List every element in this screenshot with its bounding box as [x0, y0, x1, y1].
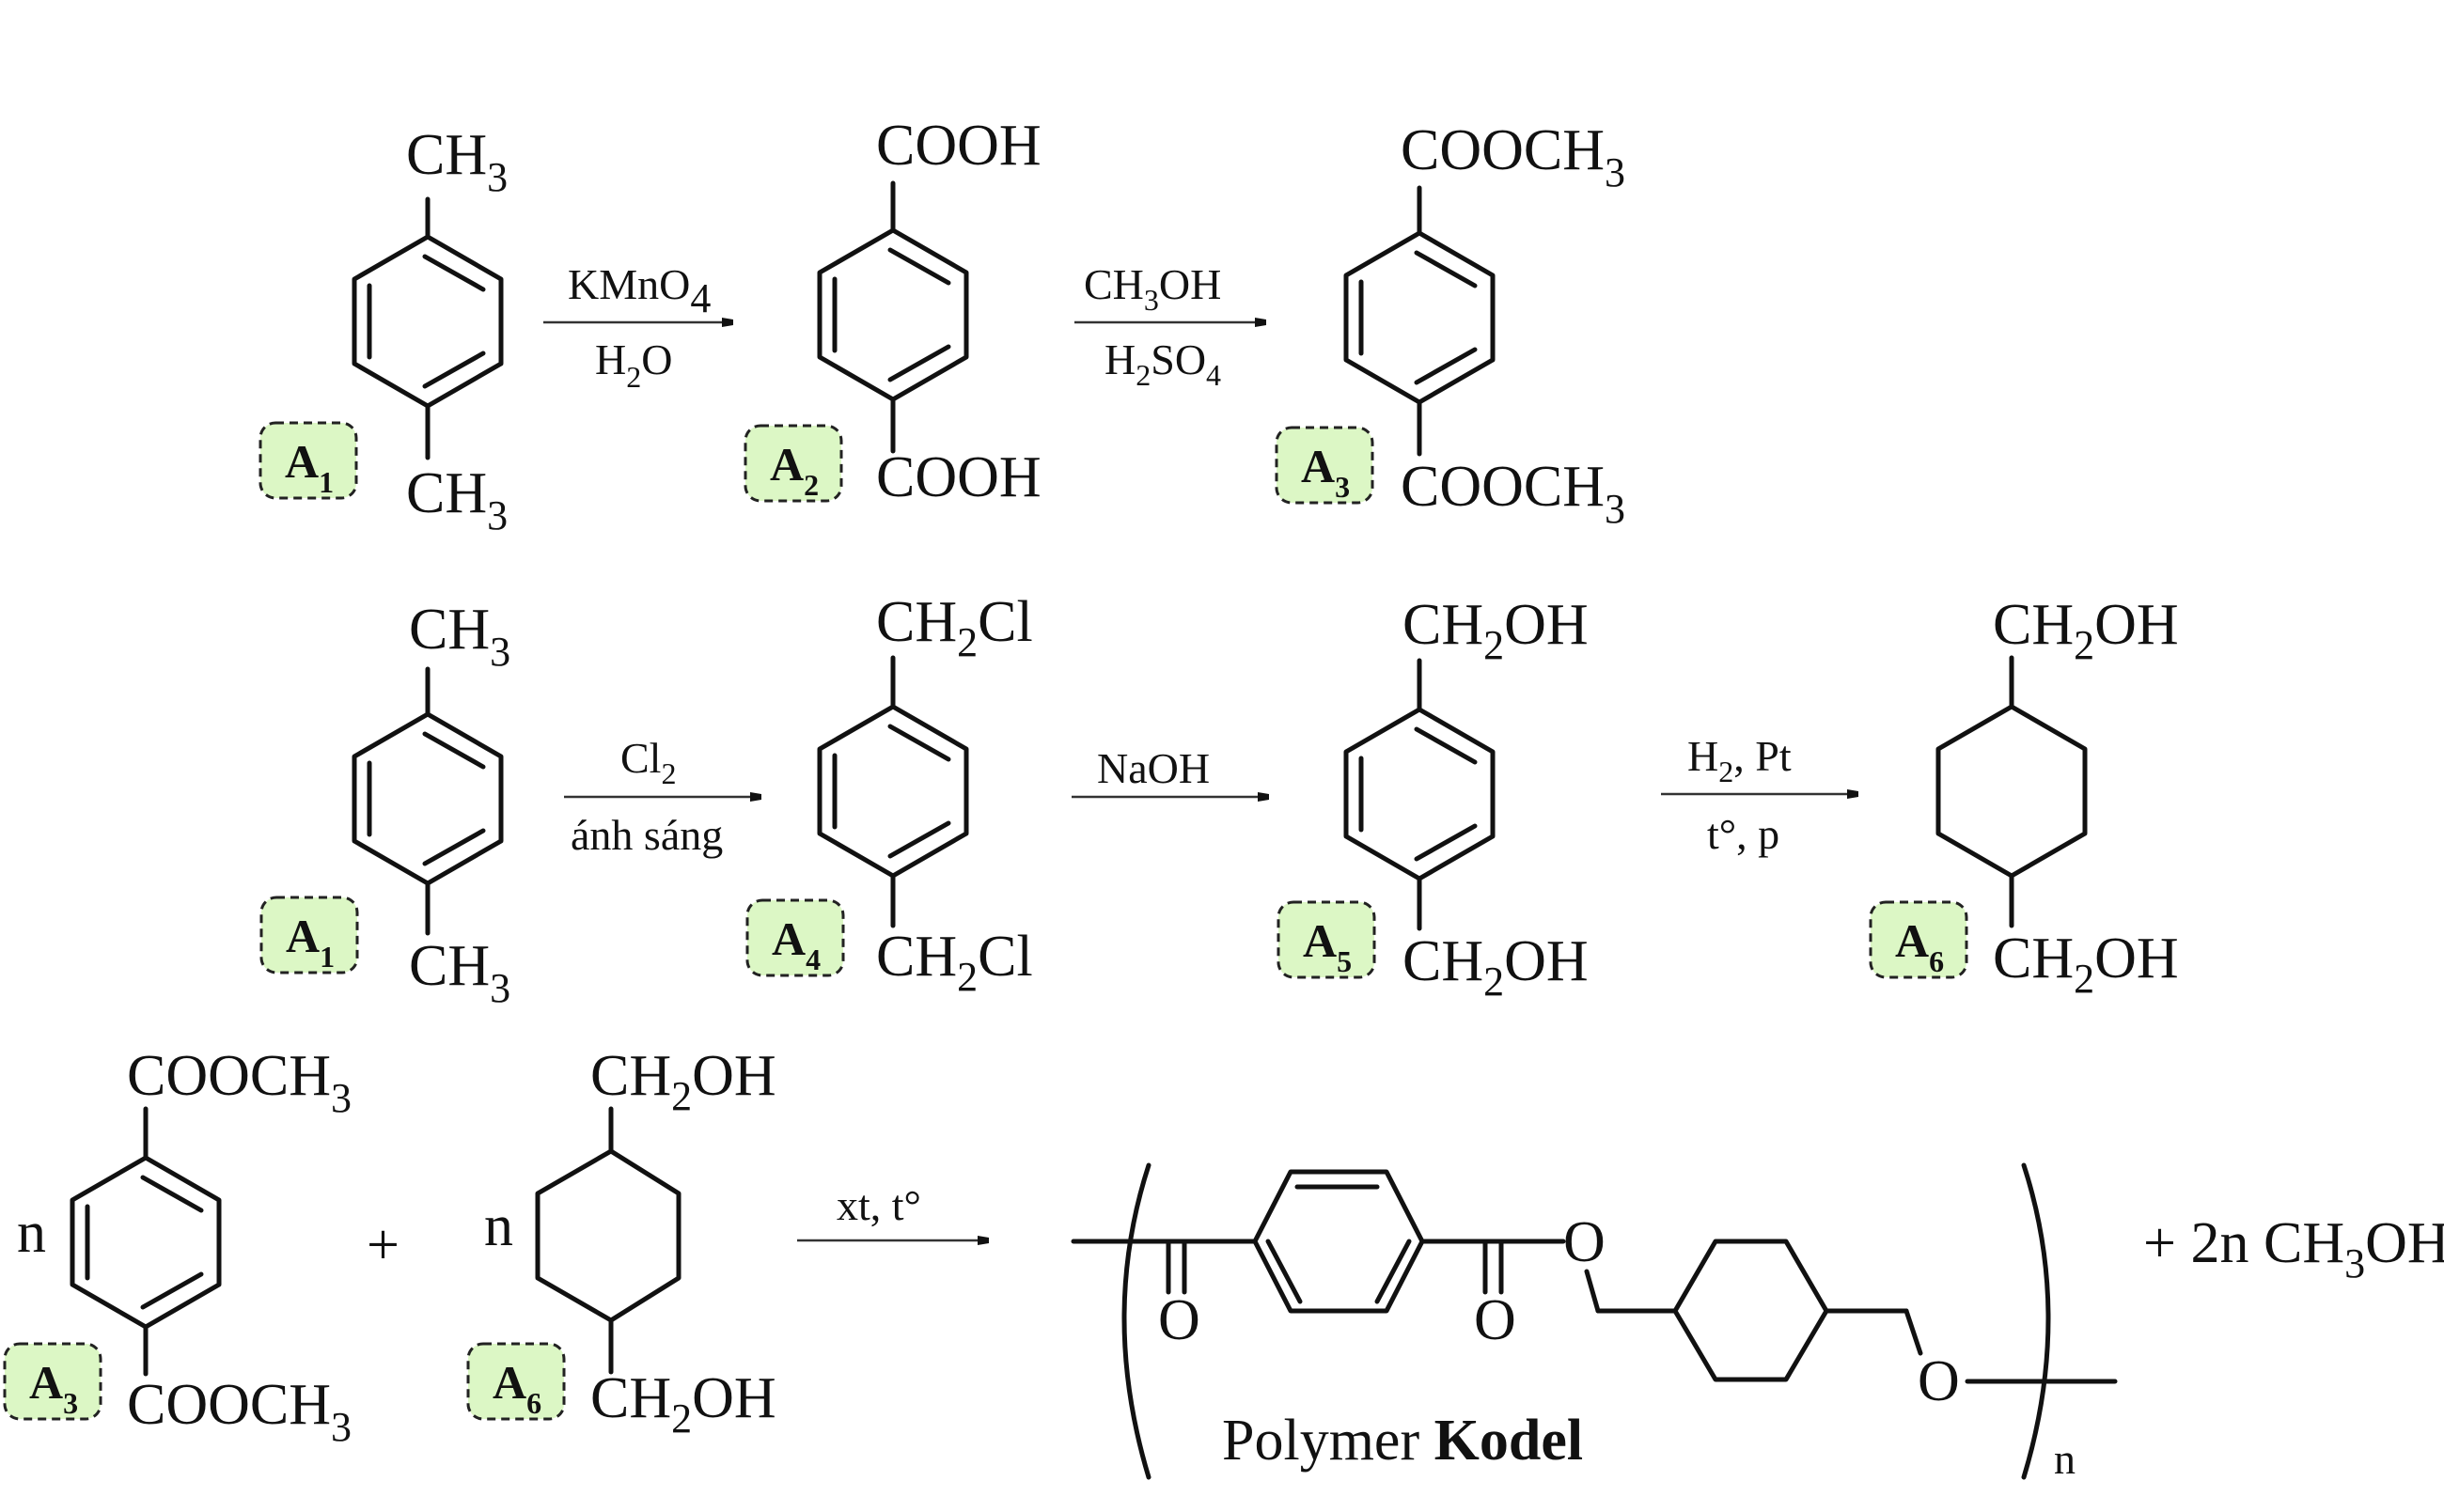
a3-label: A	[1301, 440, 1335, 492]
left-parenthesis	[1121, 1162, 1152, 1480]
svg-text:CH3: CH3	[409, 598, 510, 675]
cyclohexane-ring	[535, 1106, 682, 1375]
arrow-polycondensation: xt, t°	[797, 1181, 987, 1240]
benzene-ring	[352, 666, 504, 936]
arrow-kmno4: KMnO4 H2O	[543, 260, 731, 394]
svg-text:xt, t°: xt, t°	[837, 1181, 921, 1229]
svg-text:KMnO4: KMnO4	[568, 260, 711, 321]
svg-text:A6: A6	[1895, 914, 1944, 978]
svg-text:CH2OH: CH2OH	[1402, 929, 1589, 1005]
svg-text:A6: A6	[493, 1356, 541, 1420]
svg-text:ánh sáng: ánh sáng	[571, 811, 723, 859]
a1-molecule-row2: CH3 CH3 A1	[259, 598, 510, 1011]
svg-text:A2: A2	[770, 438, 819, 502]
svg-text:CH2OH: CH2OH	[1402, 593, 1589, 668]
polymer-kodel: O O O O n Polymer Kodel	[1071, 1162, 2118, 1483]
svg-text:CH3: CH3	[406, 123, 508, 200]
svg-text:H2SO4: H2SO4	[1104, 335, 1221, 392]
arrow-hydrolysis: NaOH	[1072, 744, 1267, 797]
a3-reactant: n COOCH3 COOCH3 A3	[3, 1044, 352, 1450]
svg-text:Cl2: Cl2	[620, 734, 676, 790]
a2-molecule: COOH COOH A2	[744, 114, 1042, 509]
benzene-ring	[1343, 185, 1496, 457]
svg-text:A3: A3	[29, 1356, 78, 1420]
svg-text:CH2OH: CH2OH	[1993, 927, 2179, 1002]
a1-label-box	[258, 421, 358, 500]
a2-label-box	[744, 424, 843, 503]
carbonyl-oxygen-2: O	[1474, 1288, 1516, 1352]
ester-oxygen-1: O	[1563, 1210, 1606, 1274]
svg-text:CH3: CH3	[409, 934, 510, 1011]
arrow-chlorination: Cl2 ánh sáng	[564, 734, 760, 859]
a2-top-group: COOH	[876, 114, 1042, 178]
a2-label: A	[770, 438, 804, 491]
a2-bottom-group: COOH	[876, 445, 1042, 509]
a6-label-box	[466, 1342, 566, 1421]
svg-text:COOCH3: COOCH3	[127, 1373, 352, 1450]
svg-text:A1: A1	[286, 910, 335, 974]
svg-text:NaOH: NaOH	[1097, 744, 1210, 792]
right-parenthesis	[2021, 1162, 2051, 1480]
carbonyl-oxygen-1: O	[1158, 1288, 1200, 1352]
svg-text:A4: A4	[772, 912, 821, 976]
svg-text:COOCH3: COOCH3	[1401, 118, 1625, 195]
a4-molecule: CH2Cl CH2Cl A4	[745, 590, 1033, 1000]
a3-label-box	[1275, 426, 1374, 505]
a3-bottom-group: COOCH	[1401, 455, 1605, 519]
a1-bottom-group: CH	[406, 461, 487, 525]
a5-label-box	[1277, 900, 1376, 979]
a1-label: A	[285, 435, 319, 488]
a6-label-box	[1869, 900, 1968, 979]
cyclohexane-ring	[1935, 655, 2088, 928]
benzene-ring	[817, 655, 969, 928]
a6-reactant: n CH2OH CH2OH A6	[466, 1044, 776, 1442]
svg-text:A3: A3	[1301, 440, 1350, 504]
benzene-ring	[1343, 658, 1496, 931]
svg-text:CH2OH: CH2OH	[590, 1366, 776, 1442]
benzene-ring	[817, 180, 969, 454]
ester-oxygen-2: O	[1918, 1349, 1960, 1413]
svg-text:CH2Cl: CH2Cl	[876, 925, 1033, 1000]
a1-label-box	[259, 896, 359, 974]
svg-text:COOCH3: COOCH3	[127, 1044, 352, 1121]
svg-text:COOCH3: COOCH3	[1401, 455, 1625, 532]
svg-text:H2, Pt: H2, Pt	[1687, 732, 1792, 788]
plus-sign: +	[367, 1213, 400, 1277]
svg-text:t°, p: t°, p	[1707, 810, 1779, 858]
a3-label-box	[3, 1342, 102, 1421]
polymer-name: Polymer Kodel	[1222, 1409, 1583, 1473]
svg-text:CH3OH: CH3OH	[1084, 260, 1221, 317]
arrow-esterification: CH3OH H2SO4	[1074, 260, 1264, 392]
a6-molecule-row2: CH2OH CH2OH A6	[1869, 593, 2179, 1002]
coefficient: n	[484, 1194, 513, 1258]
a1-molecule-row1: CH3 CH3 A1	[258, 123, 508, 538]
benzene-ring	[70, 1106, 222, 1377]
a3-top-group: COOCH	[1401, 118, 1605, 182]
a4-label-box	[745, 898, 845, 977]
svg-text:H2O: H2O	[595, 335, 672, 394]
repeat-index: n	[2054, 1435, 2076, 1483]
svg-text:CH2OH: CH2OH	[1993, 593, 2179, 668]
svg-text:CH3: CH3	[406, 461, 508, 538]
a1-top-group: CH	[406, 123, 487, 187]
byproduct-methanol: + 2n CH3OH	[2143, 1211, 2444, 1286]
svg-text:CH2Cl: CH2Cl	[876, 590, 1033, 665]
svg-text:CH2OH: CH2OH	[590, 1044, 776, 1119]
coefficient: n	[17, 1201, 46, 1265]
svg-text:A5: A5	[1303, 914, 1352, 978]
arrow-hydrogenation: H2, Pt t°, p	[1661, 732, 1856, 858]
svg-text:A1: A1	[285, 435, 334, 499]
benzene-ring	[352, 196, 504, 460]
a3-molecule-row1: COOCH3 COOCH3 A3	[1275, 118, 1625, 532]
a5-molecule: CH2OH CH2OH A5	[1277, 593, 1589, 1005]
